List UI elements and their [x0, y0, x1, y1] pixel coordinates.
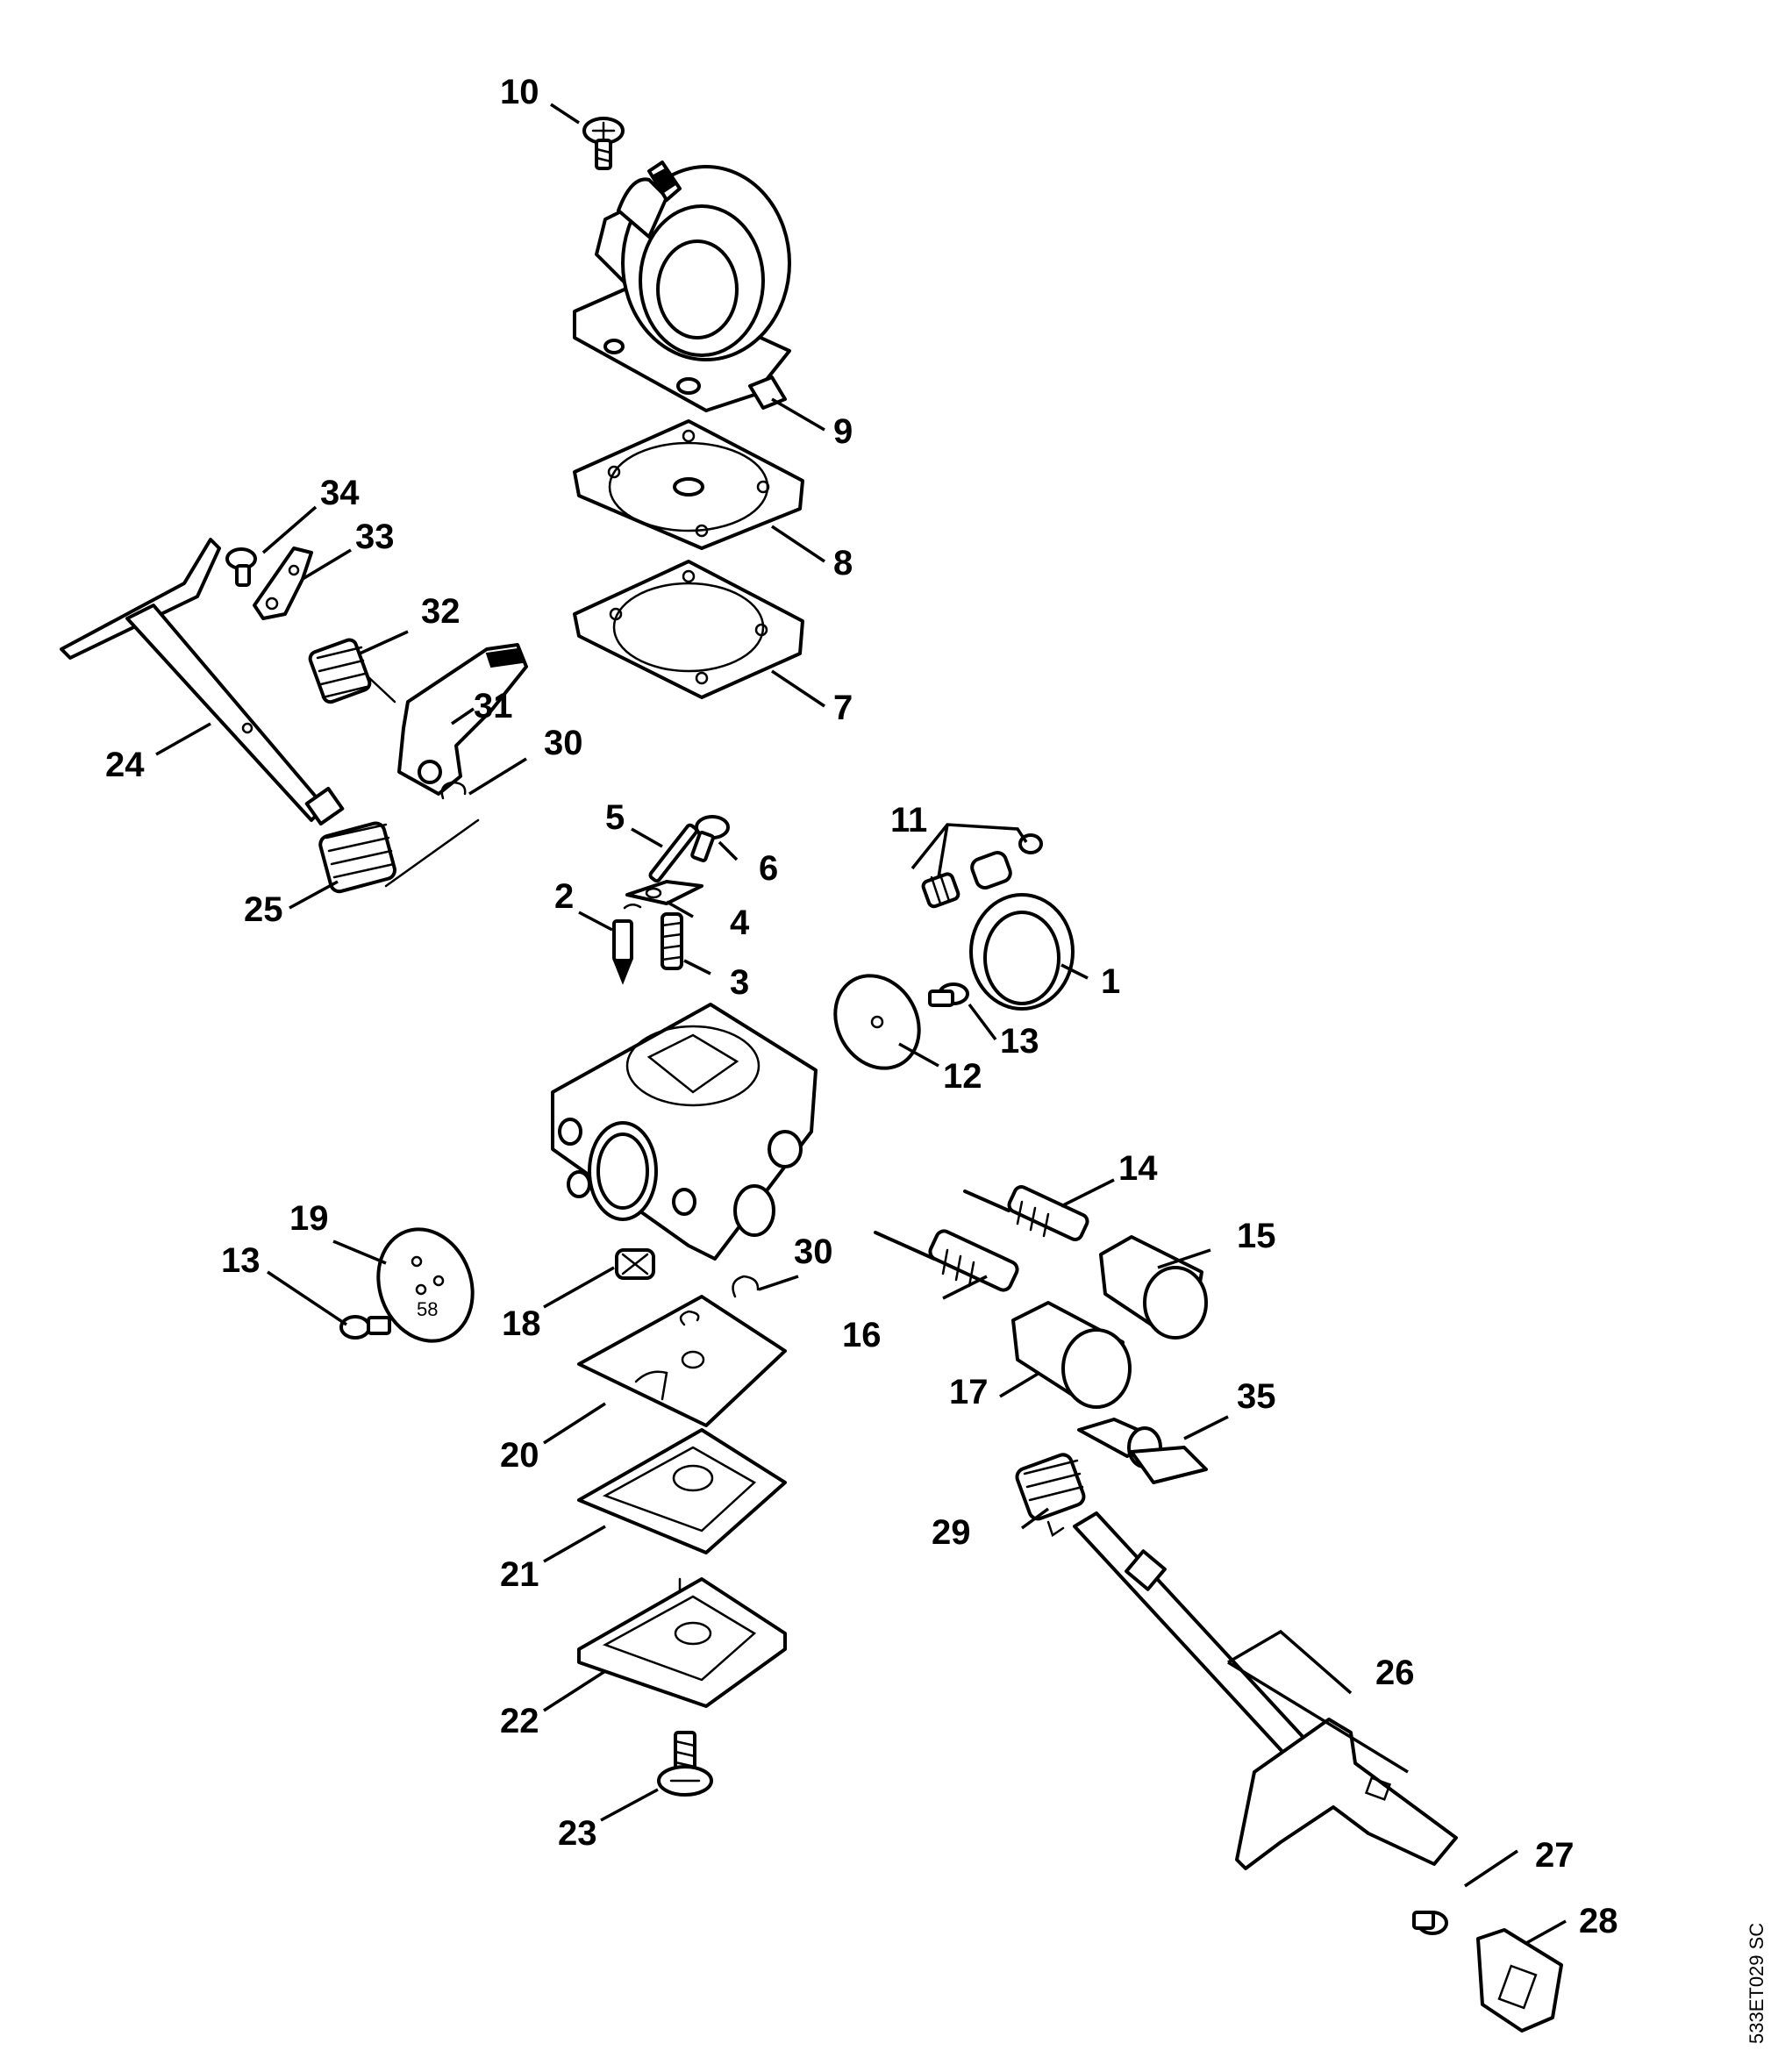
- part-28-cap: [1476, 1928, 1563, 2033]
- leader-lines: [155, 103, 1567, 1945]
- part-18-filter-screen: [615, 1248, 655, 1280]
- part-6-screw: [690, 815, 730, 862]
- part-30-clip-lower: [732, 1275, 760, 1298]
- callout-1: 1: [1101, 962, 1120, 1001]
- callout-11: 11: [890, 801, 927, 840]
- callout-21: 21: [500, 1555, 539, 1594]
- callout-33: 33: [355, 518, 395, 556]
- part-13-screw-upper: [928, 982, 969, 1007]
- part-10-screw: [582, 117, 625, 170]
- part-17-limiter-cap: [1011, 1301, 1132, 1409]
- callout-13-lower: 13: [221, 1241, 261, 1280]
- callout-34: 34: [320, 474, 360, 512]
- callout-9: 9: [833, 412, 853, 451]
- callout-27: 27: [1535, 1836, 1575, 1875]
- callout-30-upper: 30: [544, 724, 583, 762]
- callout-12: 12: [943, 1057, 982, 1096]
- part-19-plate: 58: [376, 1227, 475, 1343]
- part-26-throttle-shaft: [1073, 1511, 1458, 1870]
- part-25-spring: [318, 818, 480, 894]
- callout-20: 20: [500, 1436, 539, 1475]
- callout-29: 29: [932, 1513, 971, 1552]
- part-8-diaphragm-plate: [573, 419, 804, 550]
- part-16-adjusting-screw: [874, 1229, 1019, 1292]
- part-24-choke-shaft: [60, 538, 345, 826]
- callout-32: 32: [421, 592, 461, 631]
- callout-16: 16: [842, 1316, 882, 1354]
- callout-3: 3: [730, 963, 749, 1002]
- part-29-spring: [1015, 1453, 1086, 1537]
- part-7-gasket: [573, 560, 804, 699]
- part-19-marking: 58: [417, 1298, 438, 1320]
- callout-30-lower: 30: [794, 1232, 833, 1271]
- part-33-lever: [253, 547, 313, 620]
- part-23-screw: [657, 1731, 713, 1797]
- part-35-idle-screw: [1077, 1418, 1208, 1484]
- callout-15: 15: [1237, 1217, 1276, 1255]
- callout-19: 19: [289, 1199, 329, 1238]
- part-14-adjusting-screw: [963, 1185, 1089, 1241]
- part-5-pin: [648, 823, 698, 883]
- part-34-screw: [225, 547, 257, 587]
- part-32-spring: [308, 638, 396, 704]
- part-21-gasket: [577, 1428, 787, 1554]
- carburetor-body: [551, 1003, 818, 1261]
- callout-2: 2: [554, 877, 574, 916]
- part-31-choke-lever: [397, 643, 528, 796]
- callout-7: 7: [833, 689, 853, 727]
- callout-25: 25: [244, 890, 283, 929]
- part-12-plate: [833, 974, 921, 1070]
- part-13-screw-lower: [339, 1315, 391, 1340]
- callout-17: 17: [949, 1373, 989, 1411]
- callout-18: 18: [502, 1304, 541, 1343]
- part-3-spring: [661, 912, 683, 970]
- callout-8: 8: [833, 544, 853, 582]
- part-9-throttle-housing: [573, 161, 791, 412]
- part-4-control-lever: [623, 880, 703, 910]
- callout-labels: 10 9 8 7 34 33 32 31 30 24 25 5 6 4 2 3 …: [105, 73, 1618, 1940]
- callout-5: 5: [605, 798, 625, 837]
- callout-35: 35: [1237, 1377, 1276, 1416]
- callout-22: 22: [500, 1702, 539, 1740]
- part-30-clip-upper: [440, 781, 467, 800]
- callout-14: 14: [1118, 1149, 1158, 1188]
- part-2-inlet-needle: [612, 919, 633, 985]
- drawing-reference: 533ET029 SC: [1746, 1923, 1767, 2044]
- part-27-screw: [1412, 1911, 1448, 1935]
- part-15-limiter-cap: [1099, 1235, 1208, 1340]
- part-22-cover: [577, 1577, 787, 1708]
- callout-24: 24: [105, 746, 145, 784]
- callout-6: 6: [759, 849, 778, 888]
- callout-10: 10: [500, 73, 539, 111]
- part-1-ring: [969, 893, 1075, 1011]
- part-20-diaphragm: [577, 1295, 787, 1427]
- callout-4: 4: [730, 904, 750, 942]
- callout-23: 23: [558, 1814, 597, 1853]
- callout-28: 28: [1579, 1902, 1618, 1940]
- callout-31: 31: [474, 687, 513, 725]
- callout-13-upper: 13: [1000, 1022, 1039, 1061]
- callout-26: 26: [1375, 1654, 1415, 1692]
